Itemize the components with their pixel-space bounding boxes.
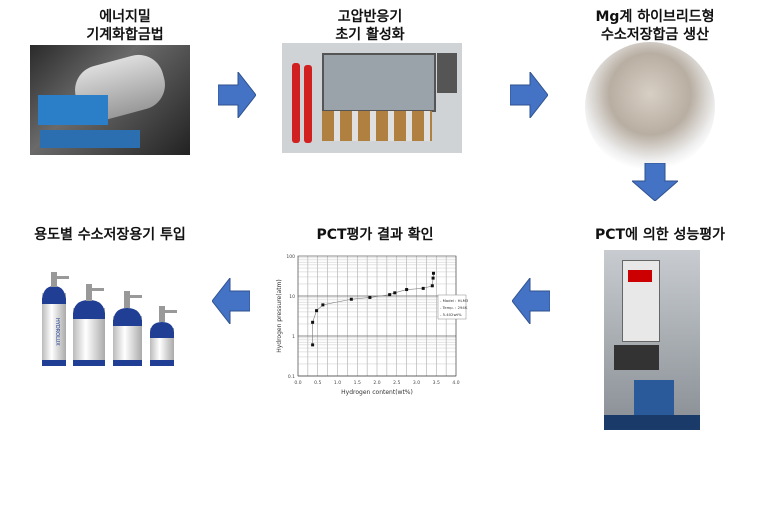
arrow-right-icon [218,72,256,118]
data-point [368,295,372,299]
y-tick-label: 100 [286,254,295,260]
data-point [405,288,409,292]
cylinder [42,272,69,366]
arrow-left-icon [512,278,550,324]
arrow-left-icon [212,278,250,324]
data-point [431,271,435,275]
cylinder-brand-label: HYDROLUX [54,318,60,346]
legend-box [437,294,467,320]
legend-entry: - Temp. : 294K [440,305,468,310]
data-point [311,343,315,347]
arrow-down-icon [632,163,678,201]
step-title-alloy: Mg계 하이브리드형 수소저장합금 생산 [595,9,715,43]
cylinder [113,291,142,366]
step-title-cylinders: 용도별 수소저장용기 투입 [34,227,186,243]
data-point [421,286,425,290]
x-tick-label: 2.5 [393,380,400,386]
x-tick-label: 4.0 [452,380,459,386]
data-point [321,303,325,307]
x-tick-label: 2.0 [373,380,380,386]
step-title-reactor: 고압반응기 초기 활성화 [335,9,405,43]
high-pressure-reactor-photo [282,43,462,153]
y-tick-label: 1 [292,334,295,340]
x-tick-label: 0.5 [314,380,321,386]
hydrogen-cylinders-photo: HYDROLUX [42,272,177,366]
legend-entry: - Model : HLM3 [440,298,468,303]
data-point [315,309,319,313]
x-axis-label: Hydrogen content(wt%) [341,389,413,396]
data-point [430,284,434,288]
x-tick-label: 0.0 [294,380,301,386]
y-tick-label: 10 [289,294,295,300]
x-tick-label: 1.5 [354,380,361,386]
pct-chart: 0.0 0.5 1.0 1.5 2.0 2.5 3.0 3.5 4.0 0.1 1 10 100Hydr… [276,254,468,396]
data-point [388,293,392,297]
legend-entry: - 5.402wt% [440,312,462,317]
pct-apparatus-photo [604,250,700,430]
y-axis-label: Hydrogen pressure(atm) [276,279,283,353]
arrow-right-icon [510,72,548,118]
cylinder [150,306,177,366]
data-point [349,297,353,301]
x-tick-label: 3.5 [433,380,440,386]
data-point [431,276,435,280]
cylinder [73,284,105,366]
step-title-pct-eval: PCT에 의한 성능평가 [595,227,725,243]
alloy-powder-photo [585,42,715,172]
data-point [393,291,397,295]
x-tick-label: 3.0 [413,380,420,386]
y-tick-label: 0.1 [288,374,295,380]
data-point [311,320,315,324]
step-title-energy-mill: 에너지밀 기계화합금법 [86,9,164,43]
step-title-pct-result: PCT평가 결과 확인 [316,227,434,243]
x-tick-label: 1.0 [334,380,341,386]
energy-mill-machine-photo [30,45,190,155]
